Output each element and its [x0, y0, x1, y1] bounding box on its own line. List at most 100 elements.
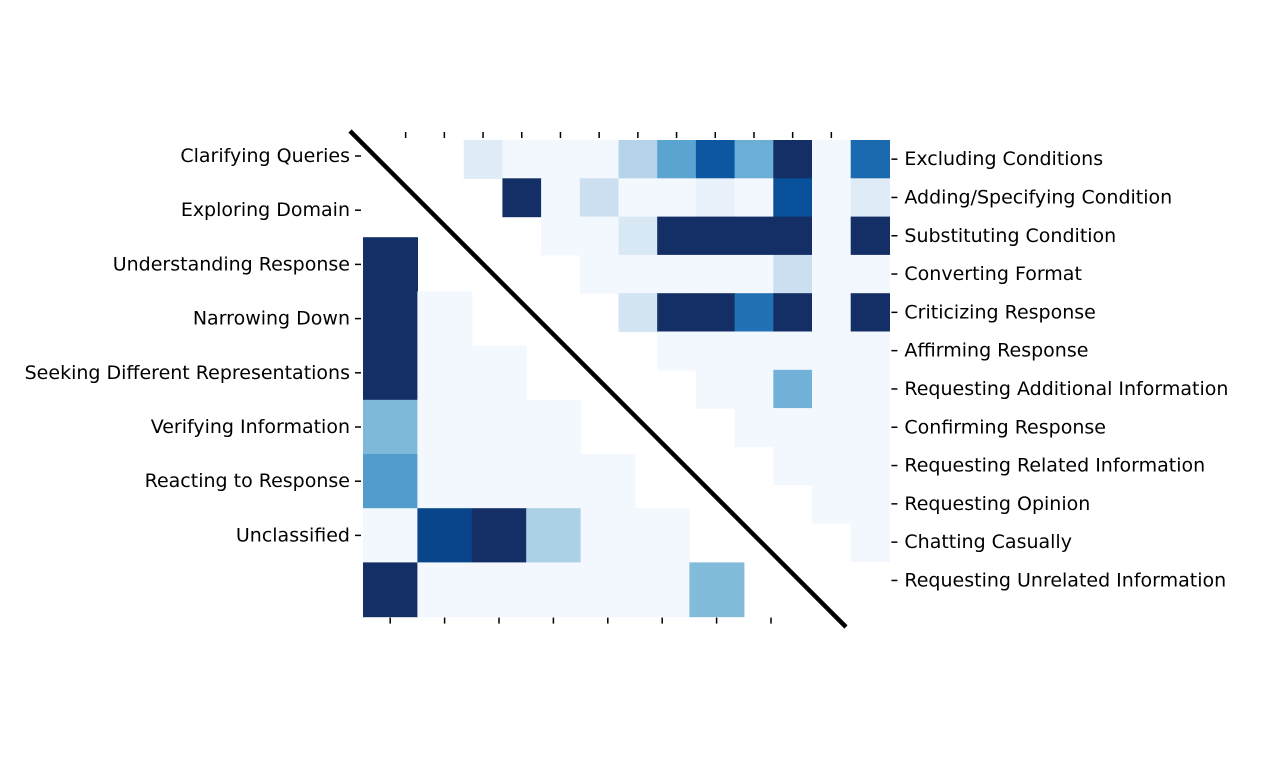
lower-cell-r6-c1	[417, 508, 473, 563]
upper-cell-r6-c8	[734, 369, 774, 409]
upper-cell-r7-c8	[734, 408, 774, 447]
upper-cell-r0-c3	[541, 140, 581, 179]
lower-cell-r5-c1	[417, 454, 473, 509]
upper-cell-r5-c8	[734, 331, 774, 371]
lower-y-label-1: Exploring Domain	[181, 199, 350, 221]
lower-y-label-6: Reacting to Response	[145, 470, 350, 492]
lower-cell-r3-c1	[417, 345, 473, 401]
upper-cell-r5-c9	[773, 331, 813, 371]
lower-triangle-ticks	[355, 155, 772, 624]
upper-cell-r3-c11	[850, 254, 890, 294]
lower-triangle-cells	[363, 237, 745, 618]
upper-cell-r2-c4	[579, 216, 620, 256]
upper-cell-r8-c9	[773, 446, 813, 486]
upper-cell-r5-c6	[657, 331, 697, 371]
upper-cell-r2-c5	[618, 216, 658, 256]
upper-cell-r2-c11	[850, 216, 890, 256]
lower-cell-r6-c2	[471, 508, 527, 563]
upper-y-label-1: Adding/Specifying Condition	[904, 186, 1172, 208]
upper-cell-r1-c9	[773, 178, 813, 218]
upper-y-label-3: Converting Format	[904, 263, 1082, 285]
upper-cell-r2-c7	[695, 216, 736, 256]
upper-cell-r4-c10	[812, 293, 852, 333]
upper-y-label-0: Excluding Conditions	[904, 148, 1103, 170]
upper-cell-r6-c10	[812, 369, 852, 409]
upper-cell-r4-c6	[657, 293, 697, 333]
upper-cell-r1-c10	[812, 178, 852, 218]
lower-cell-r7-c4	[580, 562, 636, 618]
upper-cell-r6-c7	[695, 369, 736, 409]
lower-cell-r6-c0	[363, 508, 418, 563]
lower-cell-r5-c2	[471, 454, 527, 509]
upper-cell-r4-c7	[695, 293, 736, 333]
lower-cell-r3-c2	[471, 345, 527, 401]
upper-cell-r1-c2	[502, 178, 542, 218]
lower-cell-r4-c3	[526, 399, 582, 455]
lower-cell-r6-c4	[580, 508, 636, 563]
upper-cell-r7-c11	[850, 408, 890, 447]
upper-cell-r1-c7	[695, 178, 736, 218]
upper-cell-r2-c9	[773, 216, 813, 256]
lower-y-label-5: Verifying Information	[151, 416, 350, 438]
upper-cell-r9-c10	[812, 484, 852, 524]
upper-cell-r0-c9	[773, 140, 813, 179]
upper-y-label-8: Requesting Related Information	[904, 455, 1205, 477]
lower-cell-r2-c1	[417, 291, 473, 347]
upper-cell-r5-c10	[812, 331, 852, 371]
upper-cell-r0-c4	[579, 140, 620, 179]
lower-cell-r7-c6	[689, 562, 745, 618]
upper-cell-r3-c4	[579, 254, 620, 294]
lower-cell-r4-c2	[471, 399, 527, 455]
lower-cell-r7-c3	[526, 562, 582, 618]
lower-y-label-4: Seeking Different Representations	[25, 362, 350, 384]
upper-cell-r2-c6	[657, 216, 697, 256]
upper-y-label-7: Confirming Response	[904, 416, 1106, 438]
upper-cell-r7-c9	[773, 408, 813, 447]
upper-cell-r9-c11	[850, 484, 890, 524]
upper-y-label-11: Requesting Unrelated Information	[904, 569, 1226, 591]
upper-cell-r4-c5	[618, 293, 658, 333]
lower-y-label-3: Narrowing Down	[193, 308, 350, 330]
upper-cell-r3-c5	[618, 254, 658, 294]
upper-triangle-cells	[463, 140, 890, 562]
upper-y-label-4: Criticizing Response	[904, 301, 1095, 323]
upper-cell-r3-c8	[734, 254, 774, 294]
upper-cell-r0-c6	[657, 140, 697, 179]
upper-cell-r5-c7	[695, 331, 736, 371]
upper-cell-r0-c5	[618, 140, 658, 179]
upper-cell-r4-c8	[734, 293, 774, 333]
upper-cell-r3-c10	[812, 254, 852, 294]
upper-cell-r0-c1	[463, 140, 503, 179]
upper-cell-r7-c10	[812, 408, 852, 447]
lower-cell-r5-c3	[526, 454, 582, 509]
lower-cell-r7-c0	[363, 562, 418, 618]
upper-cell-r4-c9	[773, 293, 813, 333]
upper-cell-r1-c3	[541, 178, 581, 218]
upper-triangle-ticks	[404, 132, 898, 582]
upper-cell-r1-c6	[657, 178, 697, 218]
upper-cell-r3-c7	[695, 254, 736, 294]
upper-cell-r8-c10	[812, 446, 852, 486]
upper-cell-r0-c2	[502, 140, 542, 179]
lower-y-label-7: Unclassified	[236, 524, 350, 546]
upper-cell-r3-c6	[657, 254, 697, 294]
upper-cell-r2-c10	[812, 216, 852, 256]
diagonal-divider	[348, 129, 848, 629]
upper-cell-r0-c8	[734, 140, 774, 179]
lower-cell-r6-c3	[526, 508, 582, 563]
lower-y-label-2: Understanding Response	[113, 253, 350, 275]
upper-cell-r6-c9	[773, 369, 813, 409]
lower-cell-r6-c5	[635, 508, 690, 563]
upper-cell-r10-c11	[850, 523, 890, 562]
lower-cell-r2-c0	[363, 291, 418, 347]
lower-cell-r4-c1	[417, 399, 473, 455]
upper-y-label-2: Substituting Condition	[904, 225, 1116, 247]
upper-cell-r4-c11	[850, 293, 890, 333]
lower-cell-r7-c5	[635, 562, 690, 618]
upper-y-label-10: Chatting Casually	[904, 531, 1072, 553]
upper-cell-r0-c7	[695, 140, 736, 179]
